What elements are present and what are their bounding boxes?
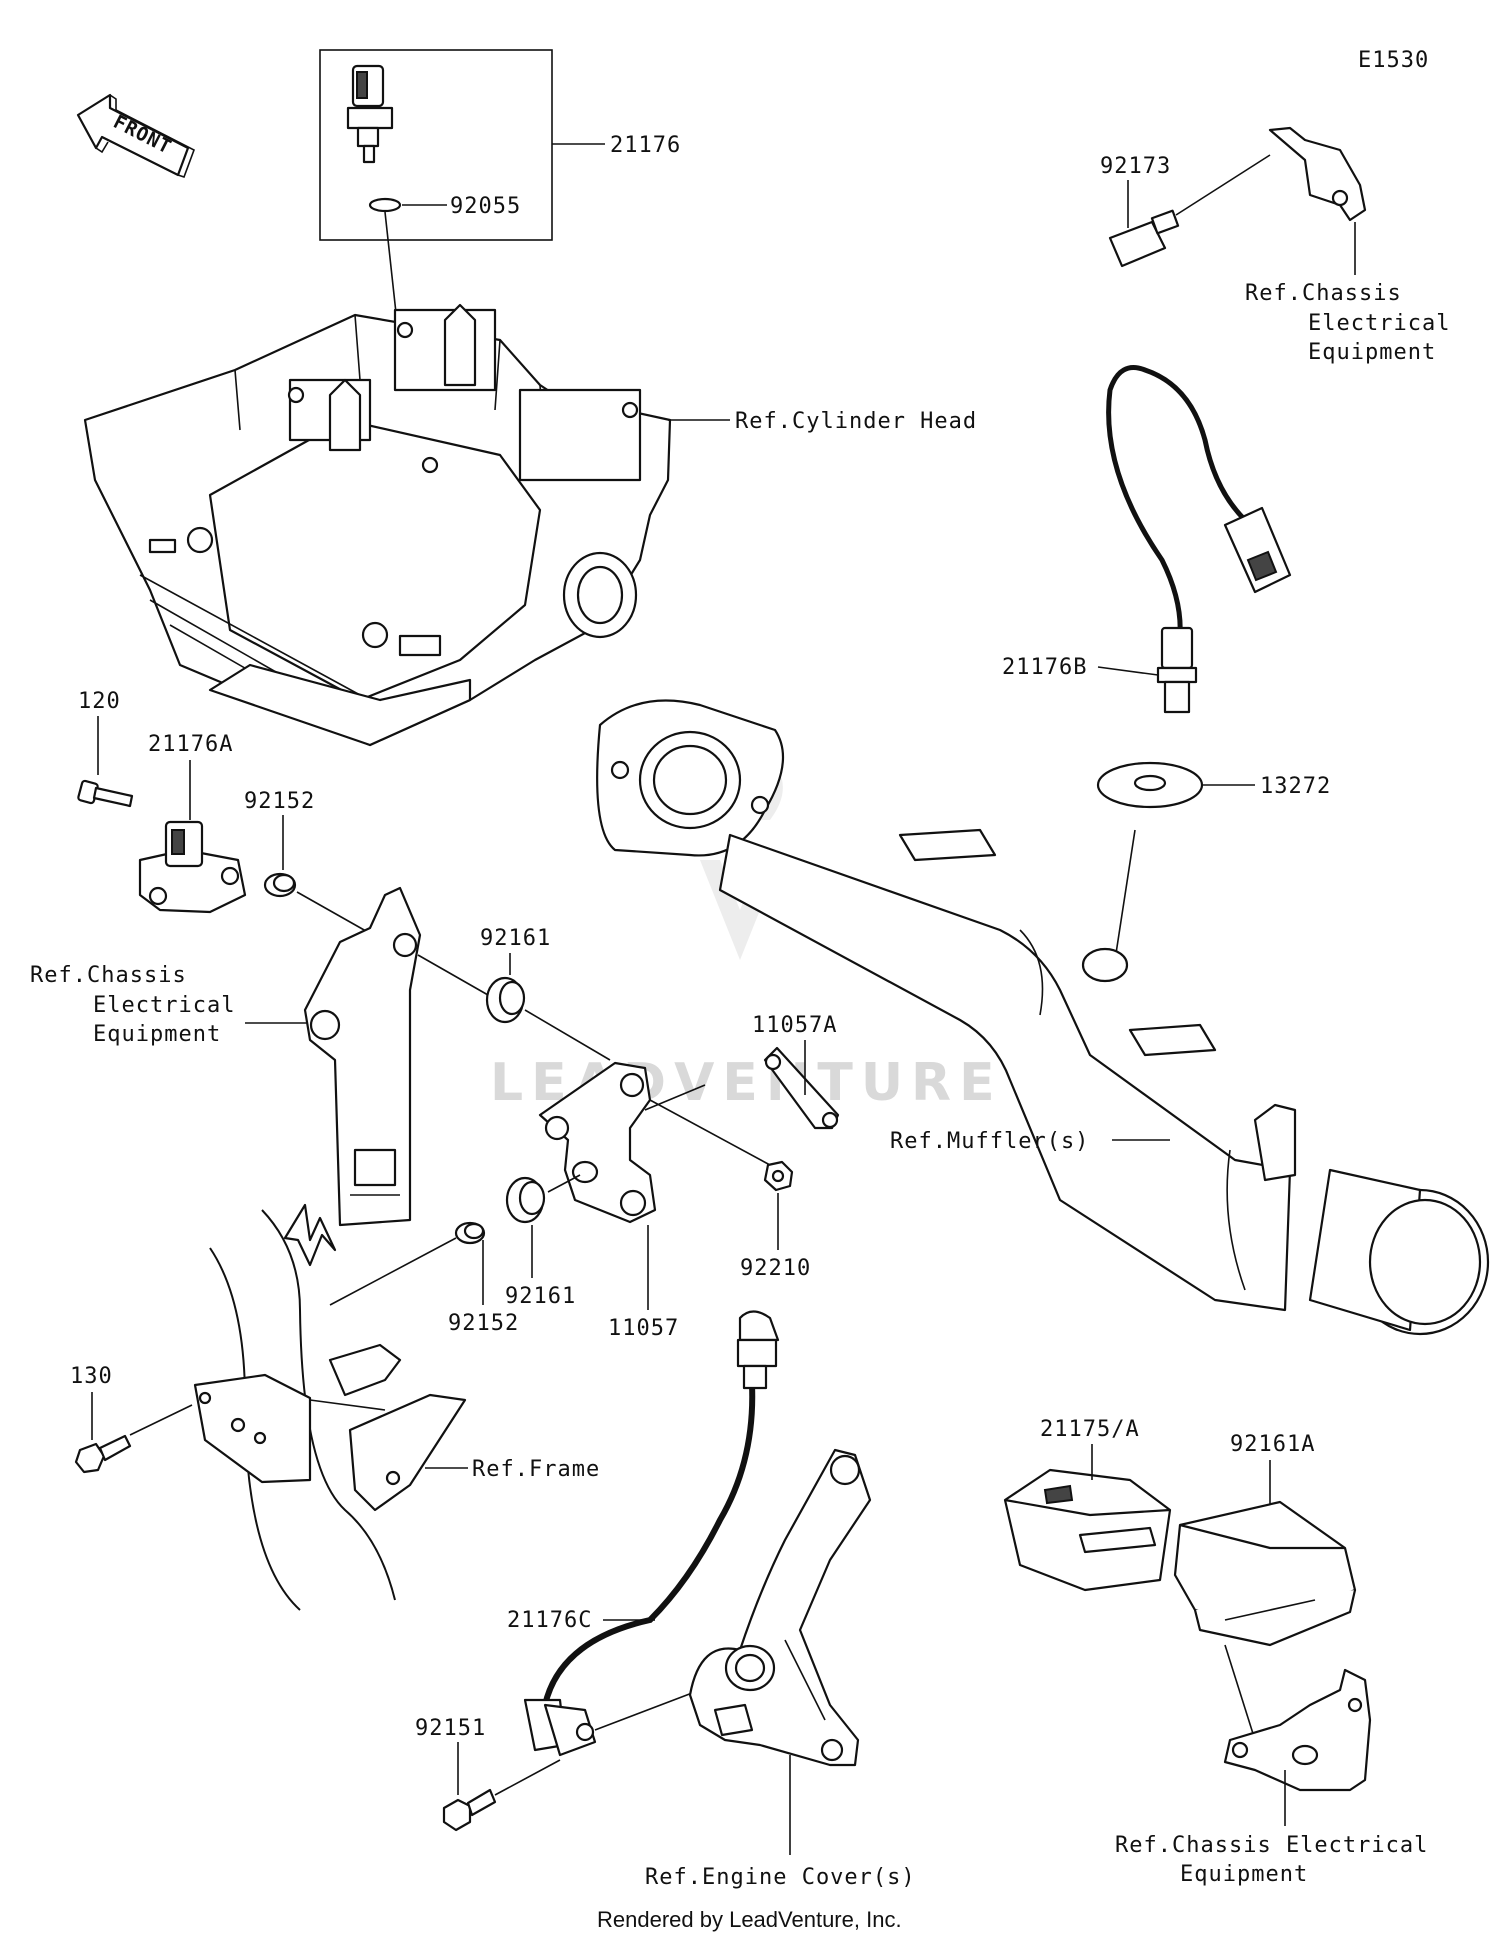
part-label-13272: 13272 [1260, 774, 1331, 799]
connector-92173 [1108, 154, 1271, 268]
part-label-92210: 92210 [740, 1256, 811, 1281]
muffler [596, 699, 1490, 1336]
part-label-92152-upper: 92152 [244, 789, 315, 814]
frame [193, 1203, 467, 1611]
bracket-top-right [1268, 126, 1367, 222]
part-label-92055: 92055 [450, 194, 521, 219]
part-label-120: 120 [78, 689, 121, 714]
bracket-11057 [538, 1061, 657, 1224]
part-label-21176A: 21176A [148, 732, 233, 757]
part-label-92173: 92173 [1100, 154, 1171, 179]
ref-chassis-top-3: Equipment [1308, 340, 1436, 365]
cover-92161A [1173, 1500, 1357, 1647]
part-label-92151: 92151 [415, 1716, 486, 1741]
gasket-13272 [1096, 761, 1204, 809]
o2-sensor-21176B [1106, 365, 1292, 714]
sensor-21176A [138, 820, 247, 914]
bolt-120 [77, 779, 134, 808]
sensor-group-box [319, 49, 553, 241]
coolant-temp-sensor [346, 64, 394, 164]
collar-92152-lower [454, 1221, 486, 1245]
ref-chassis-bottom-2: Equipment [1180, 1862, 1308, 1887]
bracket-bottom-right [1223, 1668, 1372, 1792]
strap-11057A [763, 1046, 840, 1130]
part-label-21175A: 21175/A [1040, 1417, 1140, 1442]
bolt-130 [74, 1434, 132, 1474]
ref-chassis-top-1: Ref.Chassis [1245, 281, 1402, 306]
front-arrow-icon: FRONT [76, 93, 195, 179]
diagram-code: E1530 [1358, 48, 1429, 73]
ref-chassis-bottom-1: Ref.Chassis Electrical [1115, 1833, 1428, 1858]
part-label-92161-upper: 92161 [480, 926, 551, 951]
o-ring-92055 [368, 197, 402, 213]
ref-muffler: Ref.Muffler(s) [890, 1129, 1089, 1154]
part-label-21176C: 21176C [507, 1608, 592, 1633]
bracket-left [303, 886, 422, 1227]
part-label-92161A: 92161A [1230, 1432, 1315, 1457]
ref-engine-cover: Ref.Engine Cover(s) [645, 1865, 916, 1890]
bolt-92151 [442, 1788, 497, 1832]
ecu-21175A [1003, 1468, 1172, 1592]
collar-92152-upper [263, 872, 297, 898]
part-label-92152-lower: 92152 [448, 1311, 519, 1336]
footer-credit: Rendered by LeadVenture, Inc. [597, 1907, 902, 1932]
part-label-21176B: 21176B [1002, 655, 1087, 680]
ref-chassis-left-1: Ref.Chassis [30, 963, 187, 988]
part-label-21176: 21176 [610, 133, 681, 158]
ref-chassis-left-2: Electrical [93, 993, 235, 1018]
part-label-11057: 11057 [608, 1316, 679, 1341]
cylinder-head [83, 303, 672, 747]
part-label-130: 130 [70, 1364, 113, 1389]
ref-chassis-left-3: Equipment [93, 1022, 221, 1047]
part-label-11057A: 11057A [752, 1013, 837, 1038]
nut-92210 [763, 1160, 794, 1192]
grommet-92161-lower [505, 1176, 546, 1224]
part-label-92161-lower: 92161 [505, 1284, 576, 1309]
ref-chassis-top-2: Electrical [1308, 311, 1450, 336]
sensor-21176C [523, 1310, 780, 1757]
ref-frame: Ref.Frame [472, 1457, 600, 1482]
engine-cover-bracket [688, 1448, 872, 1767]
ref-cylinder-head: Ref.Cylinder Head [735, 409, 977, 434]
grommet-92161-upper [485, 976, 526, 1024]
